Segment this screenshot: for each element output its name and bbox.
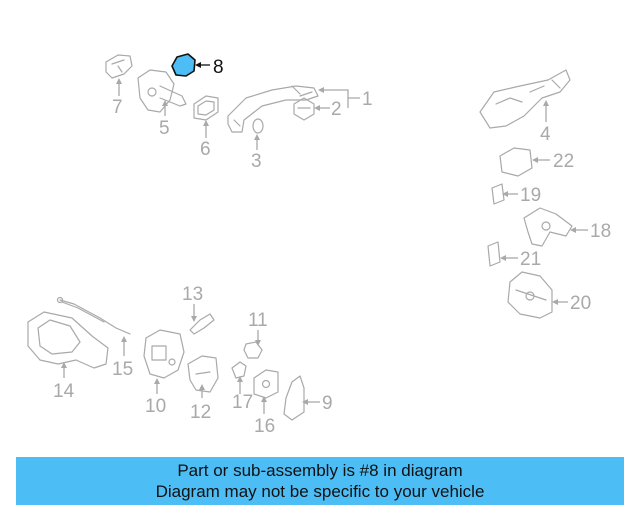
part-10-latch <box>143 329 185 379</box>
leader-6 <box>203 120 209 138</box>
callout-17: 17 <box>232 392 253 413</box>
callout-15: 15 <box>112 359 133 380</box>
callout-14: 14 <box>53 381 75 402</box>
info-banner: Part or sub-assembly is #8 in diagram Di… <box>16 457 624 505</box>
leader-7 <box>116 78 122 96</box>
leader-4 <box>543 100 549 122</box>
part-14-inner-handle <box>27 311 109 369</box>
part-7-bracket <box>105 54 133 79</box>
callout-4: 4 <box>540 124 551 145</box>
callout-16: 16 <box>254 416 275 437</box>
leader-18 <box>570 227 588 233</box>
callout-22: 22 <box>553 151 574 172</box>
callout-12: 12 <box>190 402 211 423</box>
callout-9: 9 <box>322 393 333 414</box>
leader-13 <box>191 304 197 322</box>
banner-line-2: Diagram may not be specific to your vehi… <box>155 482 485 501</box>
callout-13: 13 <box>182 284 203 305</box>
part-21-tab <box>487 241 501 267</box>
callout-6: 6 <box>200 139 211 160</box>
callout-8: 8 <box>213 57 224 78</box>
banner-line-1: Part or sub-assembly is #8 in diagram <box>177 461 463 480</box>
leader-14 <box>61 362 67 378</box>
leader-20 <box>552 299 568 305</box>
leader-8 <box>195 62 210 68</box>
callout-7: 7 <box>112 97 123 118</box>
part-11-screw <box>243 341 263 359</box>
callout-20: 20 <box>570 293 591 314</box>
callout-19: 19 <box>520 185 541 206</box>
callout-1: 1 <box>362 89 373 110</box>
callout-18: 18 <box>590 221 611 242</box>
part-4-inner-bracket <box>479 69 571 129</box>
part-1-outer-handle <box>227 85 319 133</box>
leader-19 <box>502 191 518 197</box>
leader-9 <box>302 399 320 405</box>
callout-10: 10 <box>145 396 166 417</box>
part-6-gasket <box>193 95 219 121</box>
callout-5: 5 <box>159 118 170 139</box>
part-16-plate <box>253 369 279 399</box>
leader-21 <box>500 255 518 261</box>
part-18-hinge <box>523 207 573 247</box>
leader-10 <box>154 378 160 394</box>
part-17-bolt <box>231 361 247 379</box>
part-3-ring <box>252 118 264 134</box>
part-15-cable <box>56 296 131 335</box>
parts-diagram: 7 5 8 6 3 1 2 4 22 19 18 21 20 13 11 14 … <box>27 53 611 437</box>
callout-2: 2 <box>331 99 342 120</box>
leader-5 <box>162 100 168 116</box>
leader-3 <box>254 134 260 150</box>
leader-17 <box>237 376 243 394</box>
leader-22 <box>532 157 550 163</box>
leader-12 <box>199 384 205 398</box>
part-19-tab <box>491 183 505 205</box>
part-2-clip <box>293 97 315 121</box>
part-13-bolt <box>189 313 215 335</box>
part-22-plate <box>499 147 533 177</box>
part-9-bracket <box>283 375 305 421</box>
part-12-bracket <box>187 355 219 393</box>
callout-21: 21 <box>520 249 541 270</box>
leader-15 <box>121 336 127 356</box>
callout-11: 11 <box>248 310 268 331</box>
part-5-lock-cylinder <box>137 69 187 113</box>
leader-1 <box>318 87 360 108</box>
part-8-cap-highlighted <box>171 53 196 77</box>
part-20-hinge <box>507 271 553 319</box>
callout-3: 3 <box>251 151 262 172</box>
leader-11 <box>255 330 261 346</box>
leader-2 <box>314 105 330 111</box>
leader-16 <box>261 396 267 414</box>
